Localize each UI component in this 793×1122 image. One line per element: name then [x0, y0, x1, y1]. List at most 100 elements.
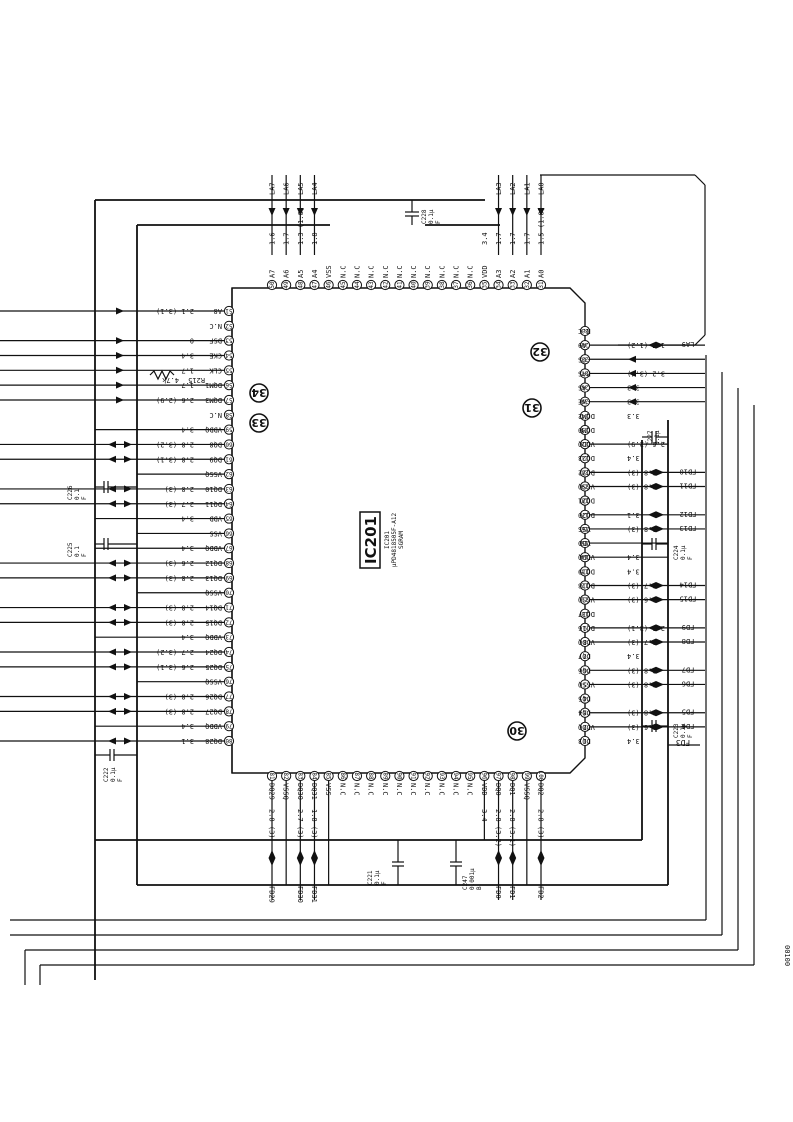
- pin-label-vssq: VSSQ: [578, 596, 595, 604]
- arrow-left-icon: [108, 455, 116, 463]
- pin-11: [579, 594, 591, 605]
- pin-number-89: 89: [381, 772, 388, 780]
- pin-52: [223, 320, 235, 331]
- arrow-icon: [116, 307, 124, 315]
- svg-text:0.1μ: 0.1μ: [428, 209, 435, 224]
- pin-number-25: 25: [581, 398, 589, 405]
- arrow-right-icon: [656, 638, 664, 646]
- signal-label-la2: LA2: [509, 182, 517, 195]
- arrow-up-icon: [537, 850, 545, 858]
- svg-text:C224: C224: [673, 545, 680, 560]
- pin-number-56: 56: [225, 381, 233, 388]
- pin-22: [579, 439, 591, 450]
- pin-number-99: 99: [523, 772, 530, 780]
- pin-number-28: 28: [581, 355, 589, 362]
- pin-25: [579, 396, 591, 407]
- capacitor-c224: C224 0.1μ F: [642, 538, 694, 560]
- arrow-icon: [495, 208, 503, 216]
- arrow-right-icon: [656, 341, 664, 349]
- arrow-icon: [268, 208, 276, 216]
- pin-35: [479, 279, 490, 291]
- pin-number-93: 93: [438, 772, 445, 780]
- signal-label-fd6: FD6: [682, 679, 695, 687]
- pin-label-n-c: N.C: [209, 411, 222, 419]
- signal-label-fd0: FD0: [494, 886, 502, 899]
- arrow-icon: [116, 351, 124, 359]
- pin-20: [579, 467, 591, 478]
- pin-number-20: 20: [581, 468, 589, 475]
- pin-58: [223, 409, 235, 420]
- pin-30: [579, 325, 591, 337]
- signal-label-fd8: FD8: [682, 637, 695, 645]
- svg-text:31: 31: [524, 401, 539, 414]
- svg-text:33: 33: [251, 416, 266, 429]
- pin-label-vddq: VDDQ: [578, 723, 595, 731]
- pin-73: [223, 632, 235, 643]
- pin-57: [223, 394, 235, 406]
- pin-number-29: 29: [581, 341, 589, 348]
- arrow-right-icon: [124, 604, 132, 612]
- svg-text:0.1: 0.1: [74, 489, 81, 500]
- pin-66: [223, 528, 235, 539]
- pin-number-34: 34: [496, 281, 503, 289]
- arrow-icon: [310, 208, 318, 216]
- pin-number-19: 19: [581, 483, 589, 490]
- pin-number-66: 66: [225, 529, 233, 536]
- signal-label-fd14: FD14: [680, 580, 697, 588]
- svg-text:0.1μ: 0.1μ: [680, 545, 687, 560]
- pin-64: [223, 498, 235, 509]
- pin-label-dqm2: DQM2: [578, 412, 595, 420]
- pin-label-n-c: N.C: [353, 265, 361, 278]
- pin-number-52: 52: [225, 322, 233, 329]
- pin-label-n-c: N.C: [410, 265, 418, 278]
- pin-number-38: 38: [439, 281, 446, 289]
- signal-label-fd30: FD30: [296, 886, 304, 903]
- pin-59: [223, 424, 235, 435]
- capacitor-c247: C247 0.001μ B: [450, 840, 483, 890]
- arrow-icon: [523, 208, 531, 216]
- pin-number-8: 8: [583, 638, 587, 645]
- arrow-down-icon: [495, 858, 503, 866]
- signal-label-fd2: FD2: [537, 886, 545, 899]
- pin-61: [223, 454, 235, 465]
- arrow-left-icon: [648, 709, 656, 717]
- pin-label-a2: A2: [509, 270, 517, 278]
- pin-96: [479, 770, 490, 782]
- pin-label-n-c: N.C: [367, 783, 375, 796]
- pin-86: [337, 770, 348, 782]
- pin-label-dq19: DQ19: [578, 567, 595, 575]
- pin-number-13: 13: [581, 567, 589, 574]
- pin-number-67: 67: [225, 544, 233, 551]
- pin-label-dq18: DQ18: [578, 581, 595, 589]
- pin-number-58: 58: [225, 411, 233, 418]
- pin-100: [535, 770, 547, 782]
- voltage-label: 3.4: [627, 567, 640, 575]
- pin-31: [535, 279, 547, 291]
- pin-24: [579, 410, 591, 421]
- pin-80: [223, 735, 235, 747]
- pin-number-41: 41: [396, 281, 403, 289]
- arrow-down-icon: [268, 858, 276, 866]
- arrow-right-icon: [124, 693, 132, 701]
- pin-label-ras: -RAS: [578, 369, 595, 377]
- pin-label-dq17: DQ17: [578, 610, 595, 618]
- pin-number-33: 33: [510, 281, 517, 289]
- pin-67: [223, 543, 235, 554]
- signal-label-fd13: FD13: [680, 524, 697, 532]
- svg-text:F: F: [381, 881, 388, 885]
- pin-label-cas: -CAS: [578, 384, 595, 392]
- arrow-left-icon: [108, 648, 116, 656]
- pin-number-95: 95: [466, 772, 473, 780]
- signal-label-fd4: FD4: [682, 722, 695, 730]
- pin-74: [223, 646, 235, 658]
- pin-number-49: 49: [283, 281, 290, 289]
- pin-label-n-c: N.C: [452, 783, 460, 796]
- arrow-left-icon: [108, 574, 116, 582]
- signal-label-fd7: FD7: [682, 665, 695, 673]
- pin-number-60: 60: [225, 440, 233, 447]
- arrow-right-icon: [124, 618, 132, 626]
- pin-label-n-c: N.C: [352, 783, 360, 796]
